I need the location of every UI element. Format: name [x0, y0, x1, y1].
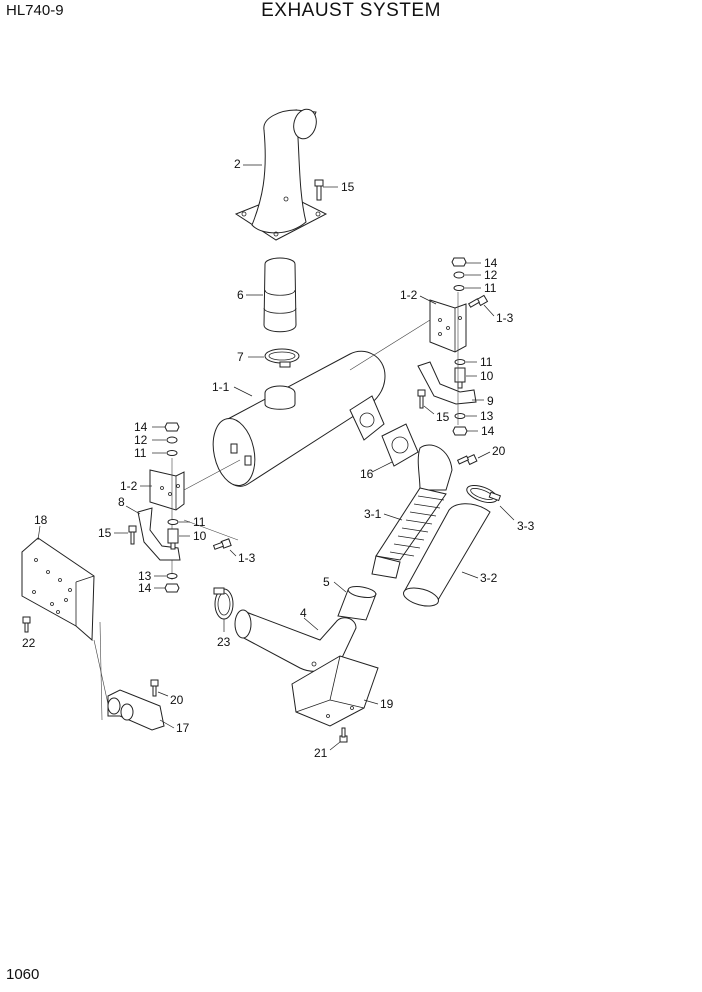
callout-5: 5	[323, 575, 330, 589]
callout-18: 18	[34, 513, 48, 527]
part-11-washer-mid-left	[167, 519, 179, 525]
part-16-gasket	[381, 423, 419, 467]
callout-12-left: 12	[134, 433, 148, 447]
part-15-bolt-left	[128, 525, 137, 545]
callout-1-2-right: 1-2	[400, 288, 418, 302]
part-13-washer-left	[166, 573, 178, 579]
part-13-washer-right	[454, 413, 466, 419]
part-18-plate	[21, 537, 95, 642]
part-5-sleeve	[337, 586, 377, 621]
part-14-nut-right	[452, 426, 468, 436]
callout-13-left: 13	[138, 569, 152, 583]
part-7-clamp	[264, 348, 300, 368]
callout-11-mid-left: 11	[193, 515, 206, 529]
part-20-bolt-upper	[456, 454, 478, 466]
callout-23: 23	[217, 635, 231, 649]
part-3-1-flex-pipe	[371, 444, 453, 579]
part-1-2-bracket-left	[149, 469, 185, 511]
callout-21: 21	[314, 746, 328, 760]
muffler-outlet-flange	[349, 395, 385, 441]
callout-4: 4	[300, 606, 307, 620]
part-11-washer-top-left	[166, 450, 178, 456]
part-11-washer-top-right	[453, 285, 465, 291]
part-1-3-bolt-right	[467, 294, 489, 308]
part-10-mount-right	[454, 367, 466, 389]
part-3-3-clamp	[466, 484, 502, 504]
callout-16: 16	[360, 467, 374, 481]
part-4-elbow-pipe	[234, 609, 357, 672]
callout-11-top-left: 11	[134, 446, 147, 460]
callout-11-mid-right: 11	[480, 355, 493, 369]
part-15-bolt-top	[314, 179, 324, 201]
callout-11-top-right: 11	[484, 281, 497, 295]
part-19-diffuser	[291, 655, 379, 727]
callout-14-top-left: 14	[134, 420, 148, 434]
part-21-bolt	[339, 727, 348, 743]
callout-7: 7	[237, 350, 244, 364]
part-20-bolt-lower	[150, 679, 159, 697]
page-title: EXHAUST SYSTEM	[261, 0, 441, 21]
part-8-bracket	[137, 507, 181, 561]
callout-1-2-left: 1-2	[120, 479, 138, 493]
part-14-nut-left	[164, 583, 180, 593]
callout-3-2: 3-2	[480, 571, 498, 585]
callout-3-3: 3-3	[517, 519, 535, 533]
callout-13-right: 13	[480, 409, 494, 423]
callout-14-left: 14	[138, 581, 152, 595]
callout-22: 22	[22, 636, 36, 650]
callout-10-right: 10	[480, 369, 494, 383]
callout-3-1: 3-1	[364, 507, 382, 521]
callout-17: 17	[176, 721, 190, 735]
callout-19: 19	[380, 697, 394, 711]
callout-1-3-right: 1-3	[496, 311, 514, 325]
model-number: HL740-9	[6, 2, 64, 19]
callout-14-right: 14	[481, 424, 495, 438]
callout-12-top-right: 12	[484, 268, 498, 282]
part-1-2-bracket-right	[429, 299, 467, 353]
callout-2: 2	[234, 157, 241, 171]
part-10-mount-left	[167, 528, 179, 550]
part-14-nut-top-left	[164, 422, 180, 432]
part-9-bracket	[417, 361, 477, 405]
callout-15-right: 15	[436, 410, 450, 424]
part-11-washer-mid-right	[454, 359, 466, 365]
part-23-clamp	[213, 587, 234, 620]
callout-15-top: 15	[341, 180, 355, 194]
page-number: 1060	[6, 966, 40, 983]
part-12-washer-top-right	[453, 271, 465, 279]
part-15-bolt-right	[417, 389, 426, 409]
part-2-exhaust-stack	[234, 108, 328, 241]
callout-20-lower: 20	[170, 693, 184, 707]
part-14-nut-top-right	[451, 257, 467, 267]
callout-8: 8	[118, 495, 125, 509]
part-6-pipe	[263, 257, 297, 333]
part-22-bolt	[22, 616, 31, 633]
callout-14-top-right: 14	[484, 256, 498, 270]
callout-15-left: 15	[98, 526, 112, 540]
callout-9: 9	[487, 394, 494, 408]
part-3-2-tail-pipe	[402, 503, 491, 607]
part-1-3-bolt-left	[212, 538, 232, 550]
callout-20-upper: 20	[492, 444, 506, 458]
part-12-washer-left	[166, 436, 178, 444]
callout-10-left: 10	[193, 529, 207, 543]
callout-1-1: 1-1	[212, 380, 230, 394]
part-17-bracket	[107, 689, 165, 731]
callout-6: 6	[237, 288, 244, 302]
callout-1-3-left: 1-3	[238, 551, 256, 565]
